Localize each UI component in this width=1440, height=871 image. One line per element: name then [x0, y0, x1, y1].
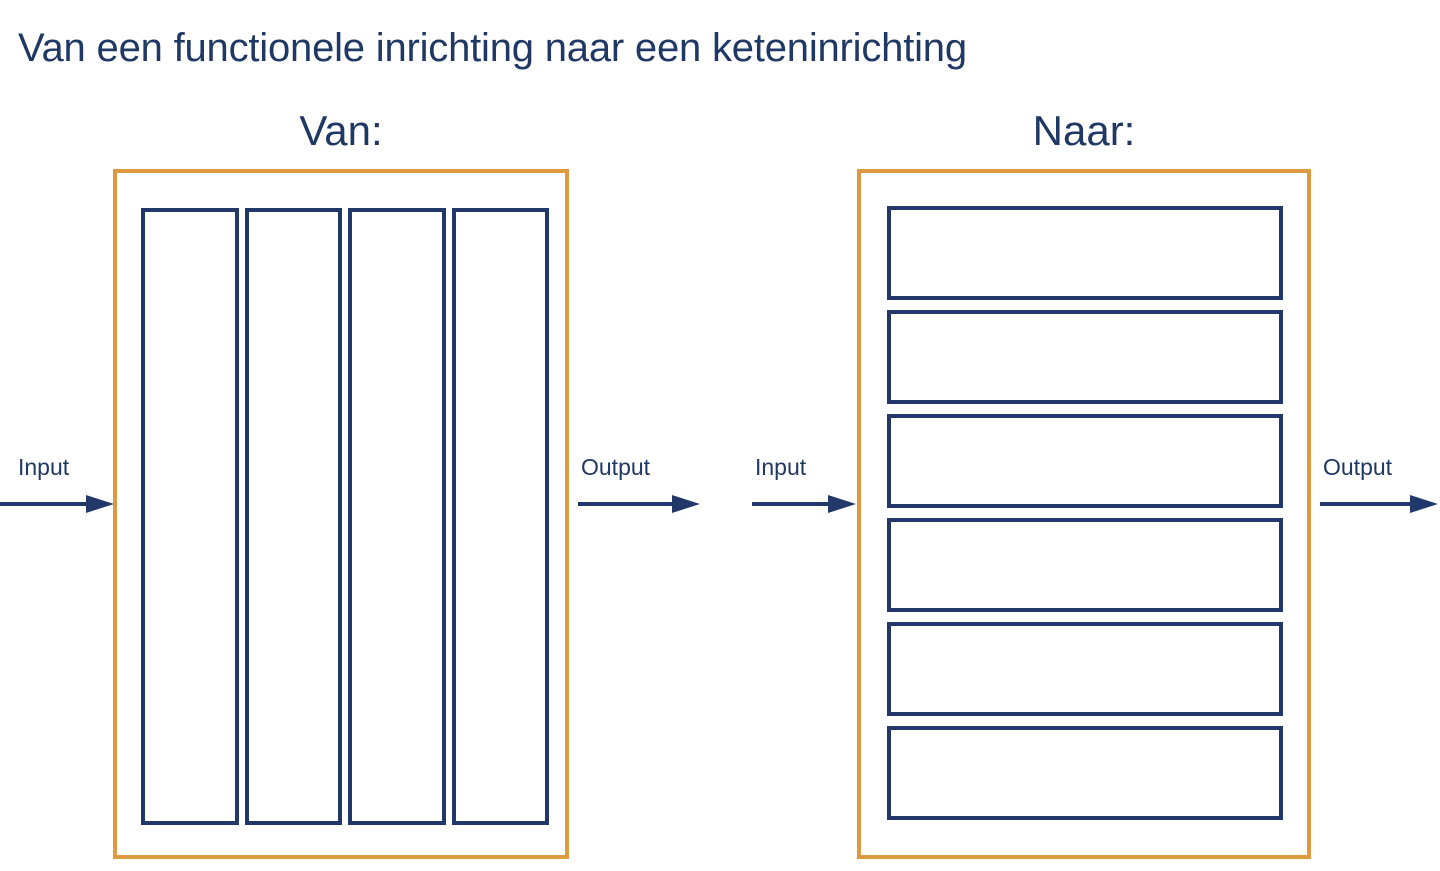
column-heading-naar: Naar:: [1032, 107, 1136, 154]
flow-label-input: Input: [755, 454, 807, 480]
arrow-right-icon: [1320, 495, 1438, 513]
arrow-right-icon: [752, 495, 856, 513]
van-silo-box: [451, 208, 549, 825]
naar-chain-box: [887, 206, 1283, 300]
page-title: Van een functionele inrichting naar een …: [18, 26, 967, 70]
van-silo-box: [244, 208, 342, 825]
arrow-right-icon: [0, 495, 114, 513]
naar-chain-column: [887, 206, 1283, 823]
flow-label-output: Output: [581, 454, 651, 480]
flow-label-input: Input: [18, 454, 70, 480]
diagram-naar-frame: [857, 169, 1311, 859]
arrow-right-icon: [578, 495, 700, 513]
van-silo-box: [348, 208, 446, 825]
naar-chain-box: [887, 622, 1283, 716]
naar-chain-box: [887, 414, 1283, 508]
van-silo-box: [141, 208, 239, 825]
diagram-van-frame: [113, 169, 569, 859]
naar-chain-box: [887, 726, 1283, 820]
naar-chain-box: [887, 518, 1283, 612]
column-heading-van: Van:: [299, 107, 383, 154]
naar-chain-box: [887, 310, 1283, 404]
van-silo-row: [141, 208, 549, 825]
flow-label-output: Output: [1323, 454, 1393, 480]
